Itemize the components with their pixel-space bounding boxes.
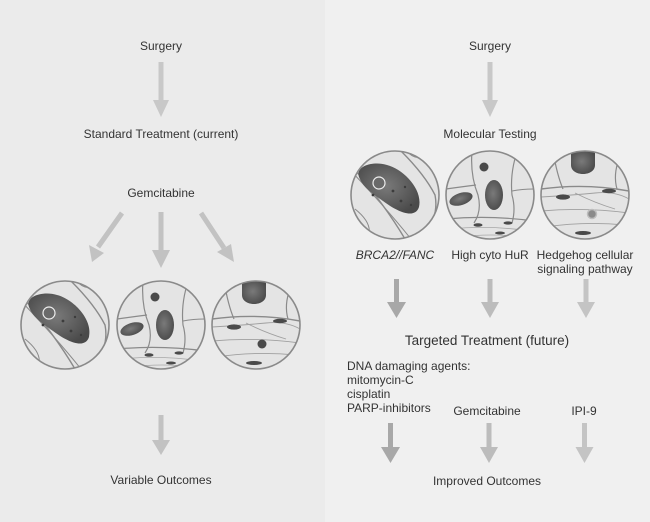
left-arrow-to-outcomes bbox=[152, 415, 170, 455]
left-arrow-gemcitabine-to-cell3 bbox=[198, 211, 234, 262]
standard-treatment-label: Standard Treatment (current) bbox=[83, 127, 239, 141]
targeted-treatment-label: Targeted Treatment (future) bbox=[404, 333, 570, 348]
treatment-label-ipi9: IPI-9 bbox=[571, 404, 597, 418]
treatment-label-gemcitabine: Gemcitabine bbox=[453, 404, 521, 418]
left-cell-1 bbox=[20, 280, 110, 370]
left-cell-2 bbox=[116, 280, 206, 370]
left-arrow-surgery-to-standard bbox=[153, 62, 169, 117]
right-cell-hur bbox=[445, 150, 535, 240]
left-arrow-gemcitabine-to-cell2 bbox=[152, 212, 170, 268]
left-surgery-label: Surgery bbox=[139, 39, 183, 53]
left-arrow-gemcitabine-to-cell1 bbox=[89, 211, 125, 262]
subtype-label-hedgehog: Hedgehog cellular signaling pathway bbox=[536, 248, 634, 276]
subtype-label-hur: High cyto HuR bbox=[451, 248, 529, 262]
right-arrow-hur-to-targeted bbox=[481, 279, 499, 318]
right-arrow-dna-agents-to-outcomes bbox=[381, 423, 400, 463]
right-arrow-ipi9-to-outcomes bbox=[575, 423, 594, 463]
molecular-testing-label: Molecular Testing bbox=[443, 127, 537, 141]
improved-outcomes-label: Improved Outcomes bbox=[432, 474, 542, 488]
left-gemcitabine-label: Gemcitabine bbox=[127, 186, 195, 200]
right-arrow-surgery-to-testing bbox=[482, 62, 498, 117]
right-arrow-brca2-to-targeted bbox=[387, 279, 406, 318]
subtype-label-brca2: BRCA2//FANC bbox=[355, 248, 435, 262]
right-cell-brca2 bbox=[350, 150, 440, 240]
right-surgery-label: Surgery bbox=[468, 39, 512, 53]
left-cell-3 bbox=[211, 280, 301, 370]
right-arrow-gemcitabine-to-outcomes bbox=[480, 423, 498, 463]
right-arrow-hedgehog-to-targeted bbox=[577, 279, 595, 318]
treatment-label-dna-agents: DNA damaging agents: mitomycin-C cisplat… bbox=[347, 359, 471, 415]
right-cell-hedgehog bbox=[540, 150, 630, 240]
variable-outcomes-label: Variable Outcomes bbox=[110, 473, 212, 487]
